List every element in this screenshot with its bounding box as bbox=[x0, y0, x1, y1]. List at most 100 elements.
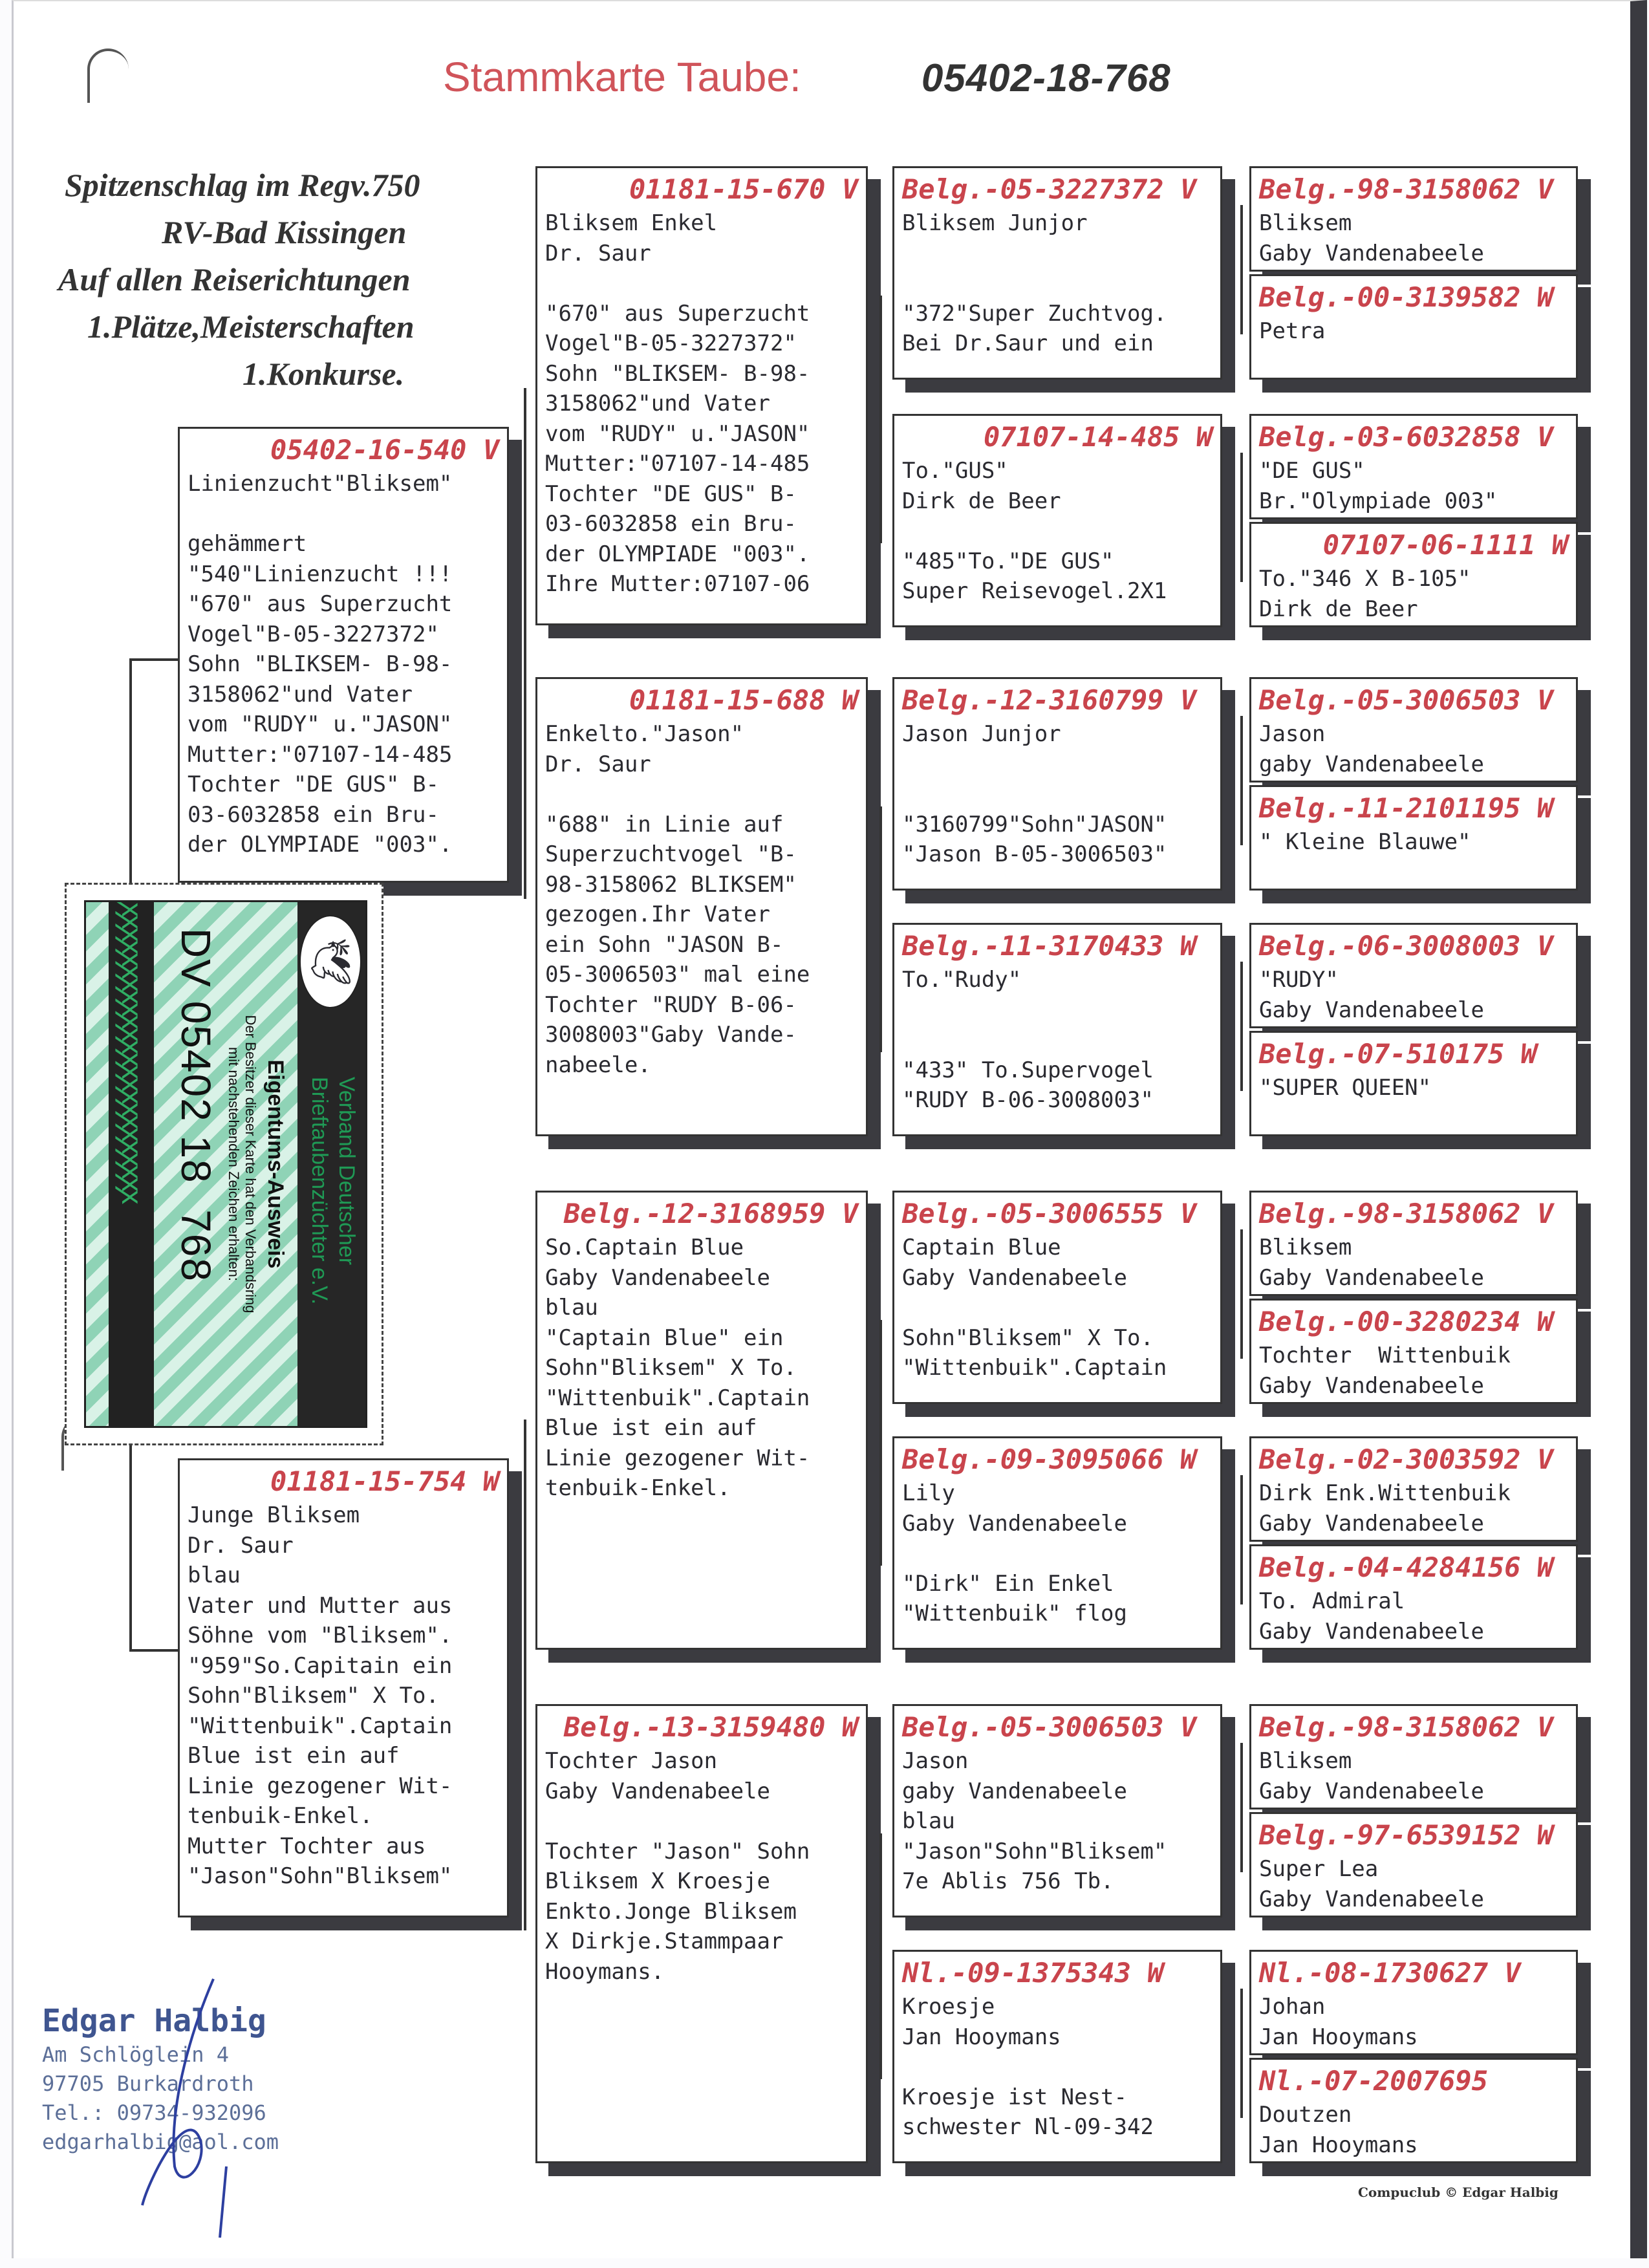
pigeon-description: Bliksem Enkel Dr. Saur "670" aus Superzu… bbox=[545, 210, 810, 597]
card-ring-number: DV 05402 18 768 bbox=[173, 928, 219, 1282]
pedigree-box-gen4: Belg.-00-3280234 W Tochter Wittenbuik Gab… bbox=[1249, 1299, 1578, 1404]
pedigree-box-gen4: Belg.-06-3008003 V "RUDY" Gaby Vandenabee… bbox=[1249, 923, 1578, 1028]
pigeon-description: "RUDY" Gaby Vandenabeele bbox=[1259, 967, 1484, 1023]
pigeon-description: Captain Blue Gaby Vandenabeele Sohn"Blik… bbox=[902, 1235, 1167, 1381]
ring-number: 05402-16-540 V bbox=[270, 434, 499, 466]
pigeon-description: "DE GUS" Br."Olympiade 003" bbox=[1259, 458, 1498, 514]
connector-line bbox=[879, 806, 882, 1052]
pedigree-box-gen4: Belg.-05-3006503 V Jason gaby Vandenabeel… bbox=[1249, 677, 1578, 783]
punch-hole bbox=[87, 49, 129, 103]
pigeon-description: " Kleine Blauwe" bbox=[1259, 829, 1471, 855]
ring-number: Belg.-11-2101195 W bbox=[1259, 792, 1554, 824]
ring-number: Belg.-05-3006503 V bbox=[902, 1711, 1197, 1743]
owner-city: 97705 Burkardroth bbox=[42, 2071, 254, 2096]
card-subtitle: Der Besitzer dieser Karte hat den Verban… bbox=[226, 1015, 259, 1313]
ring-number: Nl.-08-1730627 V bbox=[1259, 1957, 1521, 1989]
card-pattern-band: ꭗꭗꭗꭗꭗꭗꭗꭗꭗꭗꭗꭗꭗꭗꭗꭗꭗꭗꭗꭗꭗꭗꭗꭗ bbox=[109, 902, 154, 1426]
connector-line bbox=[1240, 1475, 1243, 1604]
ring-number: Belg.-04-4284156 W bbox=[1259, 1551, 1554, 1583]
connector-line bbox=[129, 658, 178, 661]
pedigree-box-gen4: Belg.-03-6032858 V"DE GUS" Br."Olympiade… bbox=[1249, 414, 1578, 519]
connector-line bbox=[1240, 205, 1243, 334]
ring-number: Nl.-07-2007695 bbox=[1259, 2065, 1489, 2097]
pigeon-description: Lily Gaby Vandenabeele "Dirk" Ein Enkel … bbox=[902, 1480, 1127, 1626]
owner-name: Edgar Halbig bbox=[42, 2003, 266, 2039]
owner-email: edgarhalbig@aol.com bbox=[42, 2130, 279, 2154]
card-header: 🕊 Verband Deutscher Brieftaubenzüchter e… bbox=[297, 902, 365, 1426]
owner-phone: Tel.: 09734-932096 bbox=[42, 2101, 266, 2125]
pedigree-box-gen2: 01181-15-688 W Enkelto."Jason" Dr. Saur "… bbox=[535, 677, 868, 1136]
slogan: Spitzenschlag im Regv.750 RV-Bad Kissing… bbox=[58, 162, 511, 398]
pigeon-description: Jason gaby Vandenabeele bbox=[1259, 721, 1484, 777]
pigeon-description: Kroesje Jan Hooymans Kroesje ist Nest- s… bbox=[902, 1994, 1154, 2140]
pigeon-description: Bliksem Gaby Vandenabeele bbox=[1259, 1235, 1484, 1291]
pigeon-description: Bliksem Gaby Vandenabeele bbox=[1259, 210, 1484, 266]
ring-number: Belg.-12-3160799 V bbox=[902, 684, 1197, 716]
ownership-card-face: 🕊 Verband Deutscher Brieftaubenzüchter e… bbox=[84, 900, 367, 1428]
slogan-line: 1.Plätze,Meisterschaften bbox=[87, 308, 415, 345]
connector-line bbox=[879, 1320, 882, 1566]
connector-line bbox=[879, 296, 882, 543]
pigeon-description: Petra bbox=[1259, 318, 1326, 344]
pigeon-description: Enkelto."Jason" Dr. Saur "688" in Linie … bbox=[545, 721, 810, 1078]
ring-number: Belg.-11-3170433 W bbox=[902, 930, 1197, 962]
pedigree-box-gen4: Belg.-11-2101195 W " Kleine Blauwe" bbox=[1249, 785, 1578, 891]
pedigree-box-gen3: Belg.-05-3006555 V Captain Blue Gaby Vand… bbox=[892, 1191, 1222, 1404]
pedigree-box-gen1: 01181-15-754 W Junge Bliksem Dr. Saur bla… bbox=[178, 1458, 509, 1917]
page-title: Stammkarte Taube: bbox=[443, 54, 801, 100]
connector-line bbox=[524, 1420, 526, 1930]
ring-number: Belg.-06-3008003 V bbox=[1259, 930, 1554, 962]
pigeon-logo-icon: 🕊 bbox=[299, 915, 361, 1008]
connector-line bbox=[1240, 1989, 1243, 2118]
ring-number: Belg.-98-3158062 V bbox=[1259, 1198, 1554, 1229]
pedigree-box-gen4: Belg.-97-6539152 W Super Lea Gaby Vandena… bbox=[1249, 1812, 1578, 1917]
ring-number: 07107-14-485 W bbox=[983, 421, 1212, 453]
pigeon-description: Johan Jan Hooymans bbox=[1259, 1994, 1418, 2050]
footer-copyright: Compuclub © Edgar Halbig bbox=[1358, 2185, 1558, 2200]
ring-number: Nl.-09-1375343 W bbox=[902, 1957, 1164, 1989]
pigeon-description: Tochter Wittenbuik Gaby Vandenabeele bbox=[1259, 1343, 1511, 1399]
pigeon-description: Doutzen Jan Hooymans bbox=[1259, 2102, 1418, 2158]
pigeon-description: Tochter Jason Gaby Vandenabeele Tochter … bbox=[545, 1748, 810, 1985]
slogan-line: 1.Konkurse. bbox=[242, 356, 405, 392]
ring-number: Belg.-00-3139582 W bbox=[1259, 281, 1554, 313]
pedigree-box-gen4: Belg.-00-3139582 W Petra bbox=[1249, 274, 1578, 380]
ring-number: Belg.-05-3006555 V bbox=[902, 1198, 1197, 1229]
ring-number: Belg.-00-3280234 W bbox=[1259, 1306, 1554, 1337]
connector-line bbox=[1240, 453, 1243, 582]
owner-street: Am Schlöglein 4 bbox=[42, 2042, 229, 2067]
pedigree-box-gen4: Nl.-08-1730627 V Johan Jan Hooymans bbox=[1249, 1950, 1578, 2055]
pigeon-description: To."346 X B-105" Dirk de Beer bbox=[1259, 566, 1471, 622]
ring-number: Belg.-12-3168959 V bbox=[563, 1198, 858, 1229]
ring-number: 07107-06-1111 W bbox=[1322, 529, 1568, 561]
connector-line bbox=[1240, 716, 1243, 845]
slogan-line: Spitzenschlag im Regv.750 bbox=[65, 167, 420, 203]
pigeon-description: To. Admiral Gaby Vandenabeele bbox=[1259, 1588, 1484, 1645]
pedigree-box-gen4: Belg.-07-510175 W"SUPER QUEEN" bbox=[1249, 1031, 1578, 1136]
card-organization: Verband Deutscher Brieftaubenzüchter e.V… bbox=[307, 1077, 359, 1305]
pedigree-box-gen4: Belg.-04-4284156 W To. Admiral Gaby Vande… bbox=[1249, 1544, 1578, 1650]
ring-number: Belg.-97-6539152 W bbox=[1259, 1819, 1554, 1851]
ring-number: 01181-15-754 W bbox=[270, 1465, 499, 1497]
slogan-line: RV-Bad Kissingen bbox=[162, 214, 407, 250]
pigeon-description: Junge Bliksem Dr. Saur blau Vater und Mu… bbox=[188, 1502, 453, 1889]
signature bbox=[141, 1978, 228, 2238]
pigeon-description: Dirk Enk.Wittenbuik Gaby Vandenabeele bbox=[1259, 1480, 1511, 1537]
card-title: Eigentums-Ausweis bbox=[263, 1059, 288, 1269]
connector-line bbox=[1240, 1229, 1243, 1359]
ring-number: 01181-15-688 W bbox=[629, 684, 858, 716]
connector-line bbox=[129, 1649, 178, 1652]
pigeon-description: Super Lea Gaby Vandenabeele bbox=[1259, 1856, 1484, 1912]
ring-number: Belg.-05-3006503 V bbox=[1259, 684, 1554, 716]
